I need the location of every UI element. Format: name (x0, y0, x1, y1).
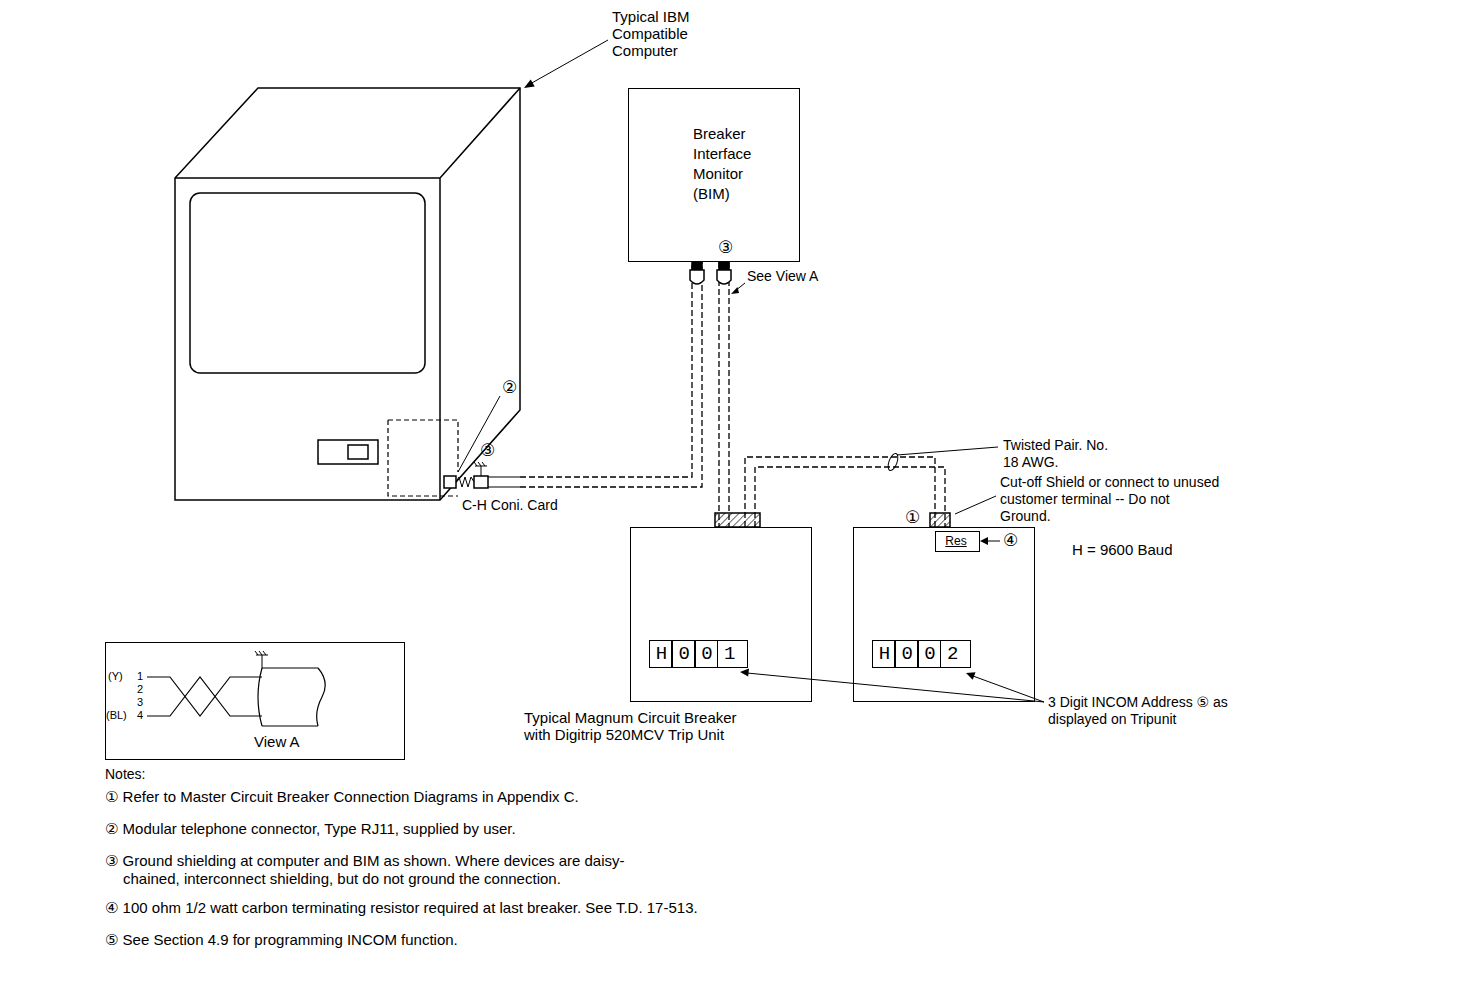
callout-number: ② (502, 378, 517, 398)
callout-number: ③ (718, 238, 733, 258)
computer: Typical IBM Compatible Computer (175, 88, 520, 500)
wire-color: (BL) (106, 709, 127, 722)
node-label: Breaker Interface Monitor (BIM) (693, 124, 773, 204)
terminating-resistor: Res (935, 531, 980, 552)
leader-arrow (524, 40, 608, 88)
callout-number: ④ (1003, 531, 1018, 551)
shielded-cable (719, 262, 729, 527)
computer-drawing (175, 88, 520, 500)
note-text: ③ Ground shielding at computer and BIM a… (105, 852, 665, 888)
bim-ports (690, 262, 731, 284)
callout-number: ③ (480, 441, 495, 461)
note-text: ④ 100 ohm 1/2 watt carbon terminating re… (105, 899, 698, 917)
shield-note: Cut-off Shield or connect to unused cust… (1000, 474, 1220, 525)
leader-line (458, 396, 500, 472)
twisted-pair-detail (147, 651, 325, 726)
pin-number: 2 (137, 683, 143, 696)
address-display: H001 (649, 640, 748, 668)
breaker-interface-monitor: Breaker Interface Monitor (BIM) (628, 88, 800, 262)
wire-color: (Y) (108, 670, 123, 683)
view-reference: See View A (747, 268, 818, 285)
shield-connector (715, 513, 760, 527)
leader-line (886, 447, 998, 472)
note-text: ① Refer to Master Circuit Breaker Connec… (105, 788, 579, 806)
leader-arrow (980, 537, 1000, 545)
pin-number: 1 (137, 670, 143, 683)
leader-arrow (740, 669, 1044, 703)
callout-number: ① (905, 508, 920, 528)
pin-number: 4 (137, 709, 143, 722)
detail-view-box: View A (105, 642, 405, 760)
card-label: C-H Coni. Card (462, 497, 558, 514)
device-caption: Typical Magnum Circuit Breaker with Digi… (524, 709, 749, 743)
address-display: H002 (872, 640, 971, 668)
address-note: 3 Digit INCOM Address ⑤ as displayed on … (1048, 694, 1238, 728)
pin-number: 3 (137, 696, 143, 709)
rj11-connector (444, 462, 520, 488)
baud-label: H = 9600 Baud (1072, 541, 1173, 559)
cable-line (520, 262, 702, 487)
cable-line (718, 262, 719, 527)
cable-line (520, 262, 692, 477)
note-text: ⑤ See Section 4.9 for programming INCOM … (105, 931, 458, 949)
circuit-breaker: H001Typical Magnum Circuit Breaker with … (630, 527, 812, 702)
shield-connector (930, 513, 950, 527)
device-caption: Typical IBM Compatible Computer (612, 8, 732, 59)
leader-line (955, 496, 996, 514)
notes-heading: Notes: (105, 766, 145, 783)
view-title: View A (254, 733, 300, 750)
shielded-cable (520, 262, 702, 487)
cable-line (728, 262, 729, 527)
cable-label: Twisted Pair. No. 18 AWG. (1003, 437, 1113, 471)
cable-line (755, 467, 945, 527)
leader-arrow (731, 283, 745, 294)
circuit-breaker: H002 Res (853, 527, 1035, 702)
resistor-label: Res (936, 534, 976, 548)
shielded-cable (745, 457, 945, 527)
note-text: ② Modular telephone connector, Type RJ11… (105, 820, 516, 838)
